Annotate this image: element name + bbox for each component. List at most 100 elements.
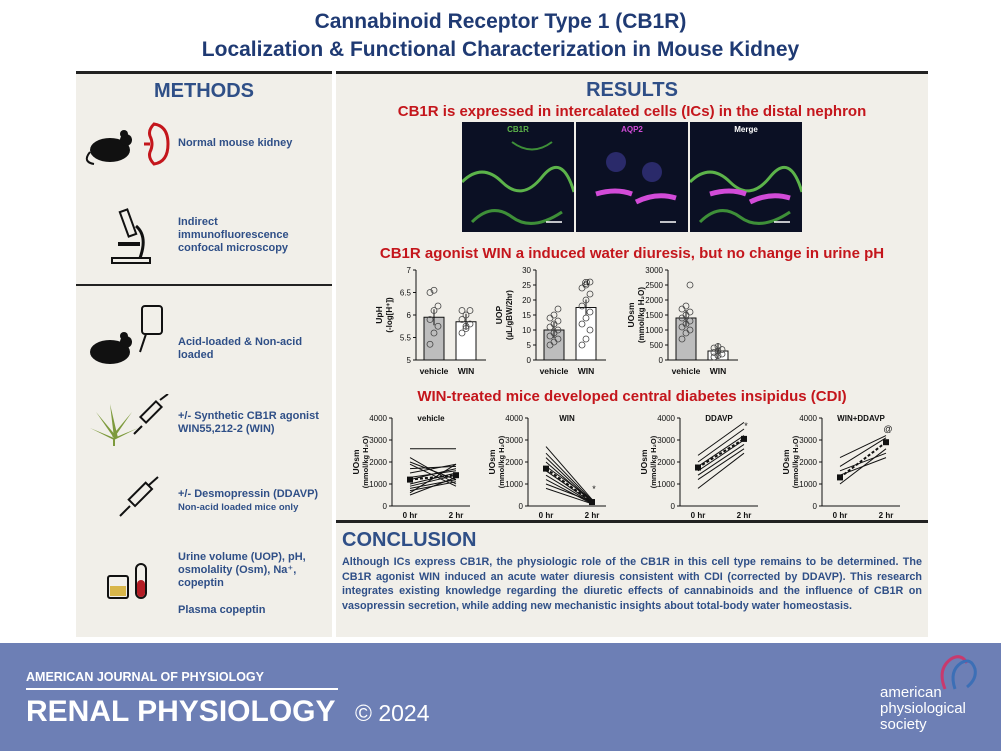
y-axis-label-unit: (mmol/kg H₂O) [361, 435, 370, 488]
mean-marker [883, 439, 889, 446]
data-point [458, 316, 466, 323]
subject-line [545, 465, 593, 500]
methods-item-3: Acid-loaded & Non-acid loaded [178, 336, 303, 361]
y-tick-label: 2000 [505, 458, 523, 467]
micrograph-label-cb1r: CB1R [507, 125, 529, 134]
data-point [678, 335, 686, 343]
y-tick-label: 6 [407, 311, 412, 320]
data-point [458, 307, 466, 314]
y-tick-label: 5 [527, 341, 532, 350]
journal-name: AMERICAN JOURNAL OF PHYSIOLOGY [26, 670, 264, 684]
y-tick-label: 0 [519, 502, 524, 511]
subject-line [839, 437, 887, 467]
data-point [434, 322, 442, 330]
y-tick-label: 1000 [369, 480, 387, 489]
y-tick-label: 25 [522, 281, 531, 290]
mean-marker [589, 499, 595, 506]
data-point [686, 308, 694, 316]
y-axis-label-unit: (µL/gBW/2hr) [505, 290, 514, 340]
y-axis-label-unit: (mmol/kg H₂O) [637, 287, 646, 343]
y-tick-label: 3000 [799, 436, 817, 445]
y-axis-label-unit: (mmol/kg H₂O) [649, 435, 658, 488]
y-tick-label: 0 [659, 356, 664, 365]
data-point [462, 325, 470, 332]
y-tick-label: 6.5 [400, 289, 412, 298]
mean-line [409, 474, 457, 481]
subject-line [545, 452, 593, 501]
x-tick-label: 2 hr [879, 511, 894, 520]
data-point [426, 289, 434, 296]
methods-item-6: Urine volume (UOP), pH, osmolality (Osm)… [178, 551, 306, 589]
mean-marker [407, 476, 413, 483]
mean-line [697, 438, 745, 469]
y-tick-label: 4000 [369, 414, 387, 423]
y-tick-label: 3000 [505, 436, 523, 445]
journal-divider [26, 688, 338, 690]
y-tick-label: 2000 [645, 296, 663, 305]
micrograph-label-merge: Merge [734, 125, 758, 134]
x-tick-label: vehicle [420, 366, 449, 376]
y-tick-label: 3000 [369, 436, 387, 445]
data-point [582, 296, 590, 304]
x-tick-label: 0 hr [539, 511, 554, 520]
syringe-icon [119, 476, 159, 517]
data-point [578, 341, 586, 349]
title-line-1: Cannabinoid Receptor Type 1 (CB1R) [314, 10, 687, 33]
data-point [686, 326, 694, 334]
data-point [554, 317, 562, 325]
data-point [430, 329, 438, 337]
subject-line [409, 463, 457, 494]
subject-line [409, 463, 457, 474]
significance-marker: * [592, 484, 596, 494]
mouse-bottle-icon [90, 305, 163, 364]
data-point [466, 320, 474, 328]
subject-line [409, 476, 457, 496]
x-tick-label: 0 hr [833, 511, 848, 520]
y-axis-label-unit: (-log[H⁺]) [385, 297, 394, 333]
data-point [462, 311, 470, 319]
y-tick-label: 1000 [657, 480, 675, 489]
mean-marker [741, 435, 747, 442]
data-point [466, 307, 474, 314]
subject-line [697, 439, 745, 472]
data-point [586, 326, 594, 334]
x-tick-label: WIN [578, 366, 595, 376]
y-axis-label: UOP [494, 305, 504, 324]
data-point [550, 311, 558, 319]
title-line-2: Localization & Functional Characterizati… [201, 38, 800, 61]
y-tick-label: 1000 [645, 326, 663, 335]
y-tick-label: 500 [650, 341, 664, 350]
y-tick-label: 20 [522, 296, 531, 305]
y-tick-label: 1000 [799, 480, 817, 489]
mean-marker [543, 465, 549, 472]
methods-item-5-text: +/- Desmopressin (DDAVP) [178, 488, 319, 500]
subject-line [839, 452, 887, 472]
micrograph-merge: Merge [690, 122, 802, 232]
micrograph-aqp2: AQP2 [576, 122, 688, 232]
data-point [710, 349, 718, 356]
data-point [546, 314, 554, 322]
x-tick-label: 2 hr [737, 511, 752, 520]
data-point [578, 302, 586, 310]
subject-line [839, 448, 887, 485]
microscope-icon [111, 208, 151, 264]
subject-line [409, 468, 457, 481]
mean-marker [837, 474, 843, 481]
society-name-line-1: american [880, 684, 942, 701]
data-point [554, 326, 562, 334]
x-tick-label: vehicle [540, 366, 569, 376]
mouse-kidney-icon [85, 122, 170, 166]
data-point [582, 314, 590, 322]
y-tick-label: 2000 [799, 458, 817, 467]
subject-line [409, 479, 457, 489]
chart-title: WIN+DDAVP [837, 414, 885, 423]
results-heading: RESULTS [586, 79, 678, 101]
mean-marker [695, 464, 701, 471]
x-tick-label: WIN [710, 366, 727, 376]
micrograph-label-aqp2: AQP2 [621, 125, 643, 134]
